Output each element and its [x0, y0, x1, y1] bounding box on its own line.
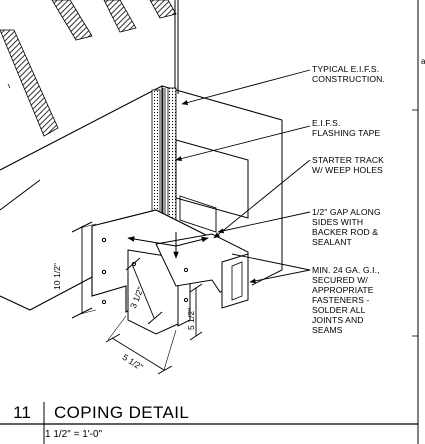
detail-title: COPING DETAIL: [54, 403, 190, 422]
fastener-hole: [101, 269, 107, 275]
wall-base-line: [0, 179, 41, 211]
dim-bottom-tick-a: [105, 333, 121, 343]
dim-diagonal-tick-a: [125, 257, 141, 271]
dim-side-label: 5 1/2": [186, 307, 196, 330]
dim-side-tick-b: [189, 331, 203, 341]
dim-bottom-tick-b: [157, 365, 173, 375]
hatched-wall-section: [0, 29, 59, 137]
starter-track-inner: [179, 195, 217, 233]
leader-starter-track: [213, 159, 311, 239]
wall-top-edge: [161, 85, 283, 121]
detail-scale: 1 1/2" = 1'-0": [45, 429, 103, 440]
fastener-hole: [183, 267, 189, 273]
dim-height-ext-bottom: [79, 309, 97, 315]
eifs-mesh-strip: [167, 87, 177, 225]
fastener-hole: [183, 297, 189, 303]
dim-diagonal-line: [131, 263, 155, 319]
dim-height-tick-bottom: [71, 307, 93, 319]
starter-track: [175, 139, 249, 219]
dim-height-tick-top: [71, 221, 93, 233]
coping-right-box: [221, 253, 249, 309]
leader-gap: [217, 211, 311, 234]
left-edge-mark: [7, 83, 11, 89]
callout-typical-eifs: TYPICAL E.I.F.S. CONSTRUCTION.: [312, 64, 385, 84]
dim-bottom-ext-b: [163, 329, 177, 371]
dim-diagonal-tick-b: [147, 311, 163, 325]
leader-coping: [249, 269, 311, 284]
hatched-wall-top-1: [51, 0, 93, 41]
edge-mark: a: [421, 57, 425, 66]
fastener-hole: [101, 237, 107, 243]
eifs-board-strip: [151, 89, 161, 219]
dim-bottom-line: [111, 337, 165, 371]
fastener-hole: [101, 299, 107, 305]
hatched-wall-top-3: [149, 0, 177, 19]
coping-inner-channel: [231, 261, 243, 301]
callout-gap: 1/2" GAP ALONG SIDES WITH BACKER ROD & S…: [312, 207, 381, 247]
dim-height-ext-top: [79, 223, 97, 229]
dim-height-label: 10 1/2": [52, 263, 62, 290]
hatched-wall-top-2: [103, 0, 137, 33]
leader-coping-2: [231, 253, 311, 271]
dim-bottom-ext-a: [107, 315, 127, 341]
detail-number: 11: [13, 403, 31, 422]
dim-side-tick-a: [189, 283, 203, 293]
inner-arrow-left: [127, 236, 177, 247]
callout-coping: MIN. 24 GA. G.I., SECURED W/ APPROPRIATE…: [312, 265, 380, 335]
leader-flashing-tape: [175, 125, 311, 162]
callout-starter-track: STARTER TRACK W/ WEEP HOLES: [312, 155, 384, 175]
leader-typical-eifs: [181, 69, 311, 105]
inner-arrow-right: [175, 236, 209, 247]
callout-flashing-tape: E.I.F.S. FLASHING TAPE: [312, 118, 381, 138]
